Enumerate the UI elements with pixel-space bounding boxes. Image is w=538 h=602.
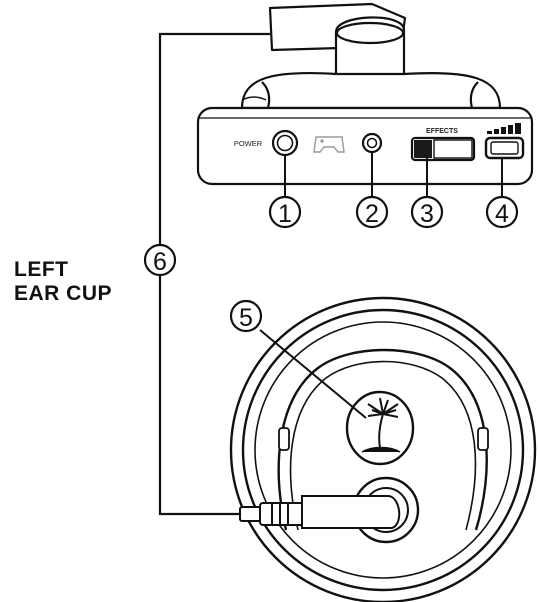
callout-4: 4 — [485, 195, 519, 229]
callout-6-number: 6 — [153, 248, 167, 276]
effects-switch[interactable] — [410, 136, 476, 162]
control-module — [196, 2, 534, 186]
callout-3-number: 3 — [420, 200, 434, 228]
callout-5: 5 — [229, 299, 263, 333]
palm-tree-logo — [345, 390, 415, 466]
left-ear-cup-label-line2: EAR CUP — [14, 282, 113, 305]
callout-5-number: 5 — [239, 304, 253, 332]
callout-1-number: 1 — [278, 200, 292, 228]
cable-plug — [239, 495, 401, 529]
gamepad-icon — [313, 136, 345, 153]
effects-label: EFFECTS — [426, 128, 458, 135]
callout-2: 2 — [355, 195, 389, 229]
callout-2-number: 2 — [365, 200, 379, 228]
callout-leaders-top — [284, 152, 503, 197]
controller-jack[interactable] — [361, 132, 383, 154]
callout-1: 1 — [268, 195, 302, 229]
power-label: POWER — [234, 139, 263, 148]
volume-bars-icon — [487, 123, 521, 134]
power-button[interactable] — [271, 129, 299, 157]
callout-5-leader — [259, 329, 367, 419]
left-ear-cup-label: LEFT EAR CUP — [14, 258, 144, 306]
callout-4-number: 4 — [495, 200, 509, 228]
module-base — [240, 71, 502, 110]
volume-button[interactable] — [484, 136, 525, 160]
left-ear-cup-label-line1: LEFT — [14, 258, 69, 281]
callout-3: 3 — [410, 195, 444, 229]
callout-6: 6 — [143, 243, 177, 277]
